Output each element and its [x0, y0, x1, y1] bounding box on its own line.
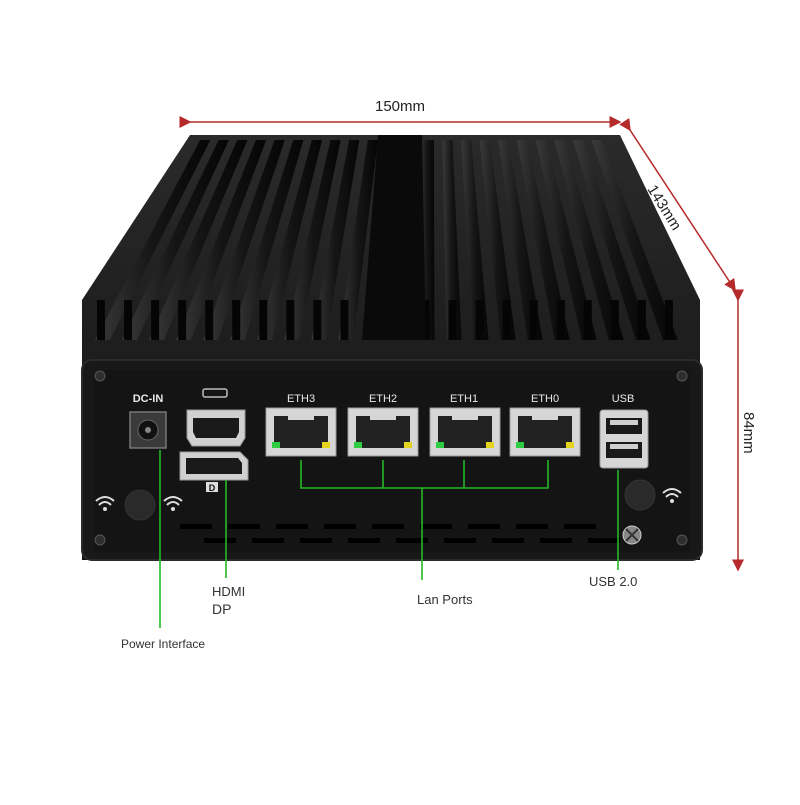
antenna-right: [624, 479, 656, 511]
depth-arrow: [619, 117, 736, 292]
vent-slot: [468, 524, 500, 529]
eth0-label: ETH0: [531, 393, 559, 405]
antenna-left-inner: [124, 489, 156, 521]
vent-slot: [228, 524, 260, 529]
center-block: [362, 135, 426, 340]
heatsink-fin: [311, 140, 360, 340]
height-dimension: 84mm: [740, 412, 757, 454]
heatsink-fin: [535, 140, 597, 340]
heatsink-fin: [149, 140, 248, 340]
fin-gap: [556, 300, 565, 340]
heatsink-fin: [516, 140, 570, 340]
fin-gap: [286, 300, 295, 340]
dc-in-label: DC-IN: [133, 393, 164, 405]
eth0-port: ETH0: [509, 393, 581, 457]
heatsink-fin: [284, 140, 341, 340]
fin-gap: [475, 300, 484, 340]
vent-slot: [372, 524, 404, 529]
heatsink-fin: [230, 140, 304, 340]
usb-ports: [599, 409, 649, 469]
eth1-port: ETH1: [429, 393, 501, 457]
hdmi-symbol: [202, 388, 228, 398]
hdmi-label: HDMI: [212, 584, 246, 599]
vent-slot: [252, 538, 284, 543]
usb-label: USB: [612, 393, 635, 405]
heatsink-fin: [554, 140, 624, 340]
fin-gap: [124, 300, 133, 340]
eth3-port: ETH3: [265, 393, 337, 457]
wifi-icon: [662, 488, 682, 503]
fin-gap: [637, 300, 646, 340]
dp-logo-icon: [206, 482, 218, 492]
eth2-label: ETH2: [369, 393, 397, 405]
vent-slot: [348, 538, 380, 543]
vent-slot: [540, 538, 572, 543]
vent-slot: [444, 538, 476, 543]
width-dimension: 150mm: [375, 98, 426, 115]
usb-2-label: USB 2.0: [589, 574, 638, 589]
wifi-icon: [163, 496, 183, 511]
corner-screws: [94, 370, 688, 546]
wifi-icon: [95, 496, 115, 511]
fin-gap: [259, 300, 268, 340]
fin-gap: [97, 300, 105, 340]
vent-slot: [324, 524, 356, 529]
lan-ports-label: Lan Ports: [417, 592, 473, 607]
vent-slot: [588, 538, 620, 543]
eth3-label: ETH3: [287, 393, 315, 405]
heatsink-fin: [591, 140, 678, 340]
fin-gap: [664, 300, 673, 340]
vent-slot: [204, 538, 236, 543]
vent-slot: [420, 524, 452, 529]
heatsink-fin: [460, 140, 489, 340]
vent-slot: [516, 524, 548, 529]
dp-logo: D: [209, 483, 216, 493]
heatsink-fin: [176, 140, 267, 340]
eth1-label: ETH1: [450, 393, 478, 405]
fin-gap: [340, 300, 349, 340]
vent-slot: [564, 524, 596, 529]
fin-gap: [151, 300, 160, 340]
power-interface-label: Power Interface: [121, 637, 206, 651]
vent-slots: [180, 524, 620, 543]
eth2-port: ETH2: [347, 393, 419, 457]
heatsink-fins: [95, 140, 678, 340]
vent-slot: [492, 538, 524, 543]
fin-gap: [448, 300, 457, 340]
fin-gap: [232, 300, 241, 340]
callout-lines: [159, 450, 619, 628]
fin-gap: [178, 300, 187, 340]
heatsink-fin: [479, 140, 516, 340]
heatsink-fin: [572, 140, 651, 340]
vent-slot: [396, 538, 428, 543]
heatsink-fin: [203, 140, 285, 340]
heatsink-fin: [95, 140, 211, 340]
vent-slot: [300, 538, 332, 543]
fin-gap: [205, 300, 214, 340]
heatsink-fin: [122, 140, 229, 340]
fin-gap: [610, 300, 619, 340]
heatsink-fin: [338, 140, 378, 340]
heatsink-fin: [442, 140, 462, 340]
fin-gap: [583, 300, 592, 340]
fin-gap: [529, 300, 538, 340]
heatsink-fin: [257, 140, 323, 340]
heatsink-fin: [498, 140, 543, 340]
vent-slot: [276, 524, 308, 529]
dp-label: DP: [212, 601, 232, 617]
fin-gap: [313, 300, 322, 340]
vent-slot: [180, 524, 212, 529]
fin-gap: [502, 300, 511, 340]
